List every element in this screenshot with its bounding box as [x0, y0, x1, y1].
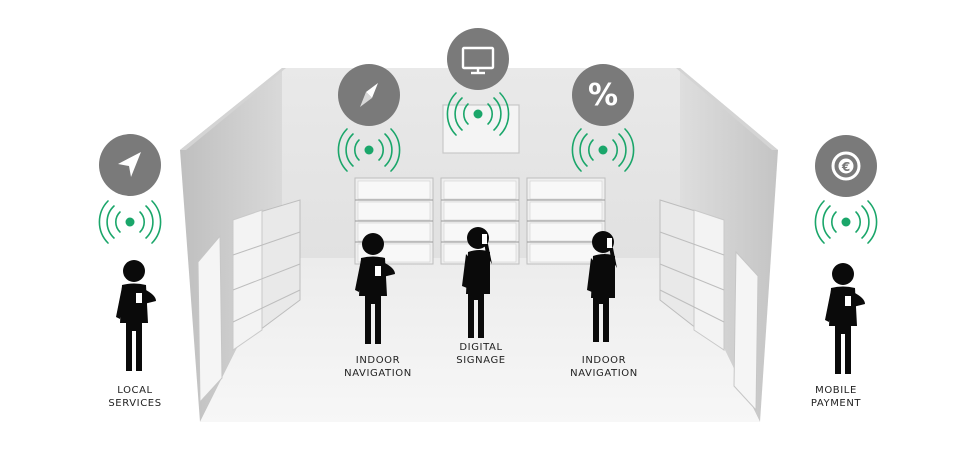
beacon-local-services	[98, 200, 162, 244]
label-indoor-navigation-right: INDOOR NAVIGATION	[570, 355, 638, 379]
badge-indoor-navigation-left	[338, 64, 400, 126]
badge-local-services	[99, 134, 161, 196]
door-panel-right	[733, 250, 759, 412]
label-indoor-navigation-left: INDOOR NAVIGATION	[344, 355, 412, 379]
room-top-edge-right	[676, 68, 778, 150]
person-local-services	[116, 260, 156, 371]
location-arrow-icon	[118, 152, 141, 177]
person-mobile-payment	[825, 263, 865, 374]
label-mobile-payment: MOBILE PAYMENT	[810, 385, 862, 409]
label-local-services: LOCAL SERVICES	[108, 385, 162, 409]
compass-icon	[360, 83, 378, 107]
room-top-edge-left	[180, 68, 286, 150]
percent-icon: %	[588, 78, 618, 113]
badge-digital-signage	[447, 28, 509, 90]
badge-mobile-payment: €	[815, 135, 877, 197]
door-panel-left	[197, 234, 223, 404]
badge-indoor-navigation-right: %	[572, 64, 634, 126]
label-digital-signage: DIGITAL SIGNAGE	[456, 342, 506, 366]
room-floor	[200, 258, 760, 422]
euro-coin-icon: €	[831, 151, 861, 181]
side-shelf-right	[659, 199, 725, 352]
beacon-mobile-payment	[814, 200, 878, 244]
side-shelf-left	[232, 199, 301, 351]
svg-text:€: €	[841, 160, 850, 174]
back-shelf-right	[526, 177, 606, 265]
monitor-icon	[461, 46, 495, 75]
